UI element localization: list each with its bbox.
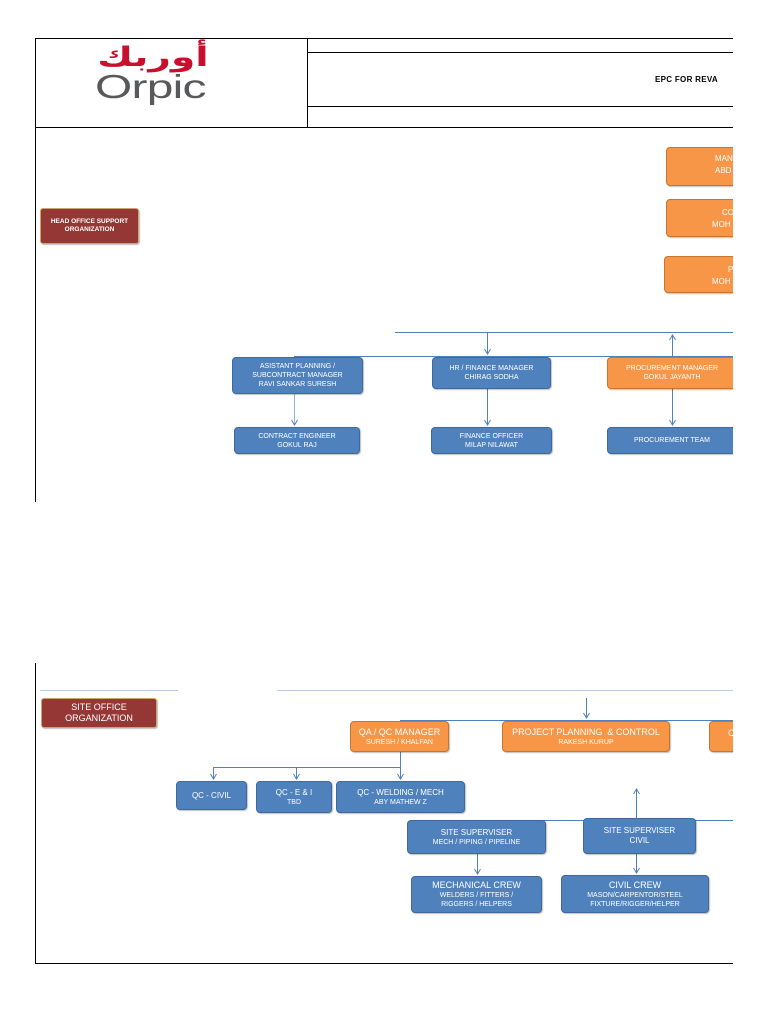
box-title: PROCUREMENT MANAGER <box>625 365 719 372</box>
box-title: MECHANICAL CREW <box>432 880 521 890</box>
executive-box-line: MOH <box>712 277 731 286</box>
qc-ei-box: QC - E & I TBD <box>256 781 332 813</box>
box-title: HR / FINANCE MANAGER <box>449 365 534 372</box>
box-title: QC - CIVIL <box>191 790 232 800</box>
logo-latin: Orpic <box>95 68 206 105</box>
box-person: TBD <box>287 798 301 806</box>
executive-box: CO MOH <box>666 199 733 237</box>
site-office-label-line: SITE OFFICE <box>71 702 127 712</box>
hr-finance-manager-box: HR / FINANCE MANAGER CHIRAG SODHA <box>432 357 551 389</box>
box-title: SITE SUPERVISER <box>440 827 513 837</box>
box-person: RAVI SANKAR SURESH <box>258 381 337 388</box>
civil-crew-box: CIVIL CREW MASON/CARPENTOR/STEEL FIXTURE… <box>561 875 709 913</box>
box-title: QC - E & I <box>275 787 313 797</box>
box-members: RIGGERS / HELPERS <box>441 901 512 908</box>
site-supervisor-mech-box: SITE SUPERVISER MECH / PIPING / PIPELINE <box>407 820 546 854</box>
box-title: CIVIL CREW <box>608 879 662 890</box>
contract-engineer-box: CONTRACT ENGINEER GOKUL RAJ <box>234 427 360 454</box>
head-office-label-line: HEAD OFFICE SUPPORT <box>50 218 129 225</box>
asst-planning-manager-box: ASISTANT PLANNING / SUBCONTRACT MANAGER … <box>232 357 363 394</box>
qa-qc-manager-box: QA / QC MANAGER SURESH / KHALFAN <box>350 721 449 752</box>
box-person: GOKUL JAYANTH <box>643 374 701 381</box>
site-office-label-line: ORGANIZATION <box>65 713 133 723</box>
executive-box-line: MAN <box>715 154 733 163</box>
box-title: QC - WELDING / MECH <box>357 787 444 797</box>
project-planning-control-box: PROJECT PLANNING & CONTROL RAKESH KURUP <box>502 721 670 752</box>
box-title: QA / QC MANAGER <box>358 726 441 737</box>
finance-officer-box: FINANCE OFFICER MILAP NILAWAT <box>431 427 552 454</box>
box-person: MILAP NILAWAT <box>465 441 518 449</box>
procurement-team-box: PROCUREMENT TEAM <box>607 427 733 454</box>
box-members: MASON/CARPENTOR/STEEL <box>587 891 683 899</box>
box-members: FIXTURE/RIGGER/HELPER <box>590 900 680 908</box>
site-office-label: SITE OFFICE ORGANIZATION <box>41 698 157 728</box>
box-scope: CIVIL <box>629 836 650 845</box>
head-office-label: HEAD OFFICE SUPPORT ORGANIZATION <box>40 208 139 244</box>
connector-layer <box>35 38 733 964</box>
executive-box-line: MOH <box>712 220 731 229</box>
box-title: CONTRACT ENGINEER <box>258 432 336 440</box>
qc-welding-mech-box: QC - WELDING / MECH ABY MATHEW Z <box>336 781 465 813</box>
box-title: SITE SUPERVISER <box>603 826 676 835</box>
box-title: SUBCONTRACT MANAGER <box>252 372 343 379</box>
box-members: WELDERS / FITTERS / <box>439 892 514 899</box>
box-person: CHIRAG SODHA <box>464 374 519 381</box>
document-title: EPC FOR REVA <box>655 75 719 84</box>
logo-arabic: أوربك <box>97 42 209 73</box>
site-manager-box: C <box>709 721 733 752</box>
box-title: FINANCE OFFICER <box>459 432 524 440</box>
head-office-label-line: ORGANIZATION <box>64 226 115 233</box>
org-chart-page: أوربك Orpic EPC FOR REVA HEAD OFFICE SUP… <box>35 38 733 964</box>
executive-box: P MOH <box>664 256 733 293</box>
box-scope: MECH / PIPING / PIPELINE <box>432 838 521 846</box>
qc-civil-box: QC - CIVIL <box>176 781 247 810</box>
procurement-manager-box: PROCUREMENT MANAGER GOKUL JAYANTH <box>607 357 733 389</box>
box-person: ABY MATHEW Z <box>374 798 427 806</box>
box-title: PROCUREMENT TEAM <box>634 437 710 444</box>
box-title: PROJECT PLANNING & CONTROL <box>512 726 660 737</box>
box-title: C <box>728 728 733 738</box>
executive-box: MAN ABD <box>666 147 733 186</box>
executive-box-line: P <box>728 265 733 274</box>
box-person: GOKUL RAJ <box>277 441 317 449</box>
executive-box-line: CO <box>722 208 733 217</box>
box-title: ASISTANT PLANNING / <box>259 363 336 370</box>
box-person: SURESH / KHALFAN <box>366 738 433 746</box>
site-supervisor-civil-box: SITE SUPERVISER CIVIL <box>583 818 696 854</box>
mechanical-crew-box: MECHANICAL CREW WELDERS / FITTERS / RIGG… <box>411 876 542 913</box>
box-person: RAKESH KURUP <box>558 738 614 746</box>
executive-box-line: ABD <box>715 166 732 175</box>
